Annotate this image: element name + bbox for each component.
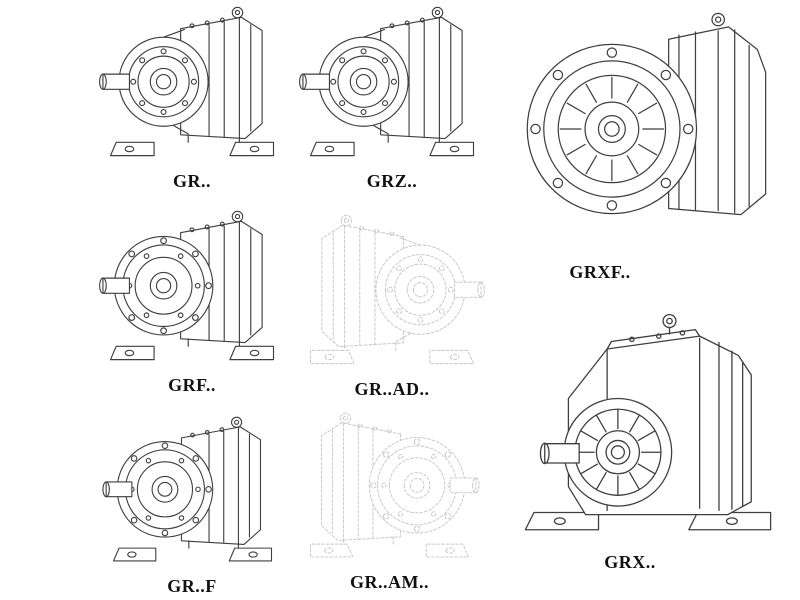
figure-grf: GRF.. bbox=[92, 208, 292, 396]
gearbox-drawing-grxf bbox=[513, 0, 783, 258]
gearbox-drawing-gram bbox=[297, 410, 482, 568]
figure-grxf: GRXF.. bbox=[498, 0, 798, 283]
gearbox-drawing-grf2 bbox=[100, 414, 285, 572]
figure-grf2: GR..F bbox=[92, 414, 292, 597]
figure-label-gram: GR..AM.. bbox=[350, 572, 429, 592]
figure-label-grf: GRF.. bbox=[168, 375, 216, 395]
figure-grz: GRZ.. bbox=[292, 4, 492, 192]
figure-grx: GRX.. bbox=[498, 306, 798, 573]
figure-label-grz: GRZ.. bbox=[366, 171, 418, 191]
gearbox-drawing-grz bbox=[297, 4, 487, 167]
figure-label-grad: GR..AD.. bbox=[354, 379, 430, 399]
figure-grad: GR..AD.. bbox=[292, 212, 492, 400]
gearbox-drawing-grx bbox=[508, 306, 788, 548]
gearbox-drawing-grad bbox=[297, 212, 487, 375]
figure-label-grf2: GR..F bbox=[167, 576, 217, 596]
figure-label-grx: GRX.. bbox=[604, 552, 656, 572]
gearbox-drawing-grf bbox=[97, 208, 287, 371]
gearbox-drawing-gr bbox=[97, 4, 287, 167]
figure-label-grxf: GRXF.. bbox=[569, 262, 631, 282]
figure-label-gr: GR.. bbox=[173, 171, 211, 191]
figure-gram: GR..AM.. bbox=[292, 410, 487, 593]
figure-gr: GR.. bbox=[92, 4, 292, 192]
